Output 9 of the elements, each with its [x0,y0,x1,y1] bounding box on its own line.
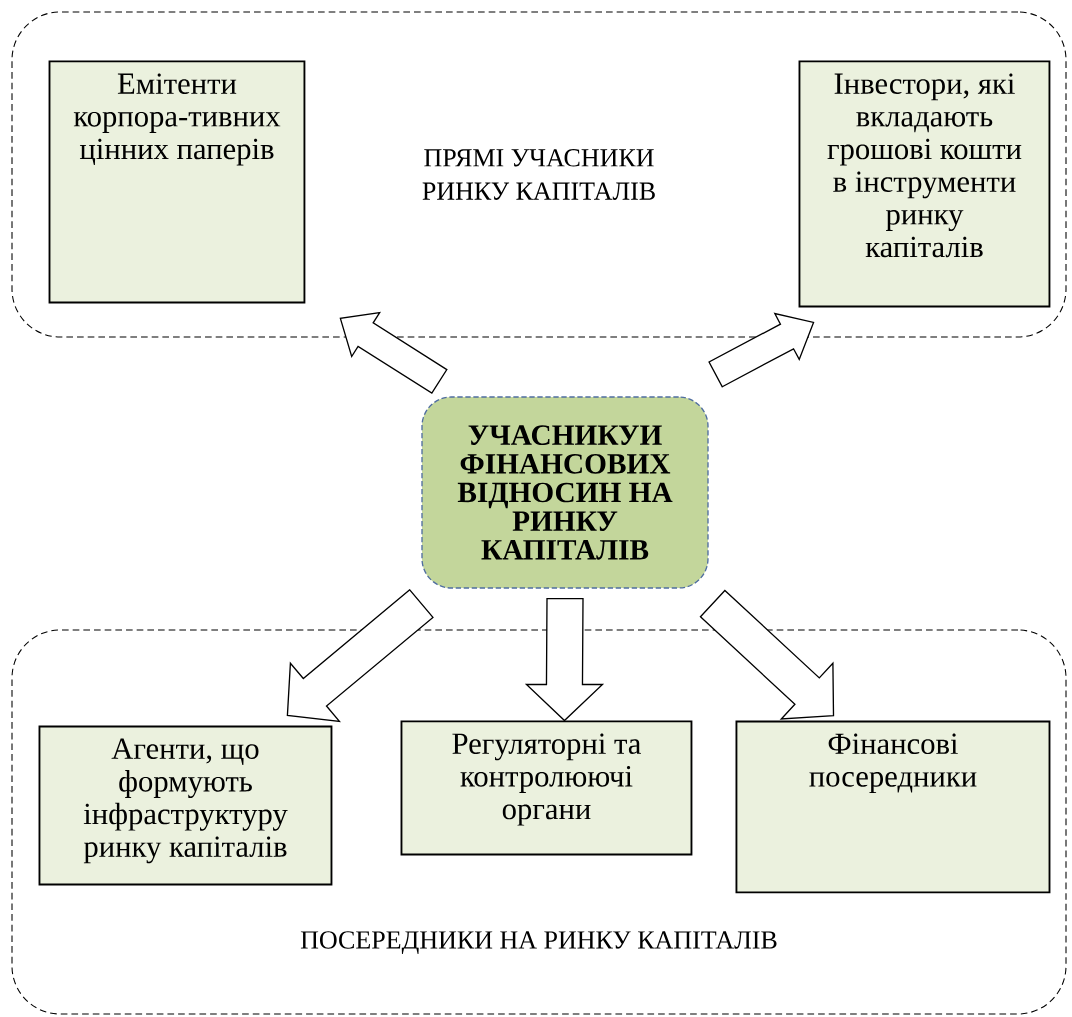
block-arrow [708,312,815,388]
participant-box: Інвестори, які вкладають грошові кошти в інструменти ринку капіталів [798,60,1051,308]
participant-box: Емітенти корпора-тивних цінних паперів [48,60,306,304]
block-arrow [699,589,835,720]
participant-box: Регуляторні та контролюючі органи [400,720,693,856]
block-arrow [524,597,605,722]
participant-box: Фінансові посередники [735,720,1051,894]
central-box: УЧАСНИКУИ ФІНАНСОВИХ ВІДНОСИН НА РИНКУ КАПІТАЛІВ [421,396,709,589]
participant-box: Агенти, що формують інфраструктуру ринку капіталів [38,725,333,886]
